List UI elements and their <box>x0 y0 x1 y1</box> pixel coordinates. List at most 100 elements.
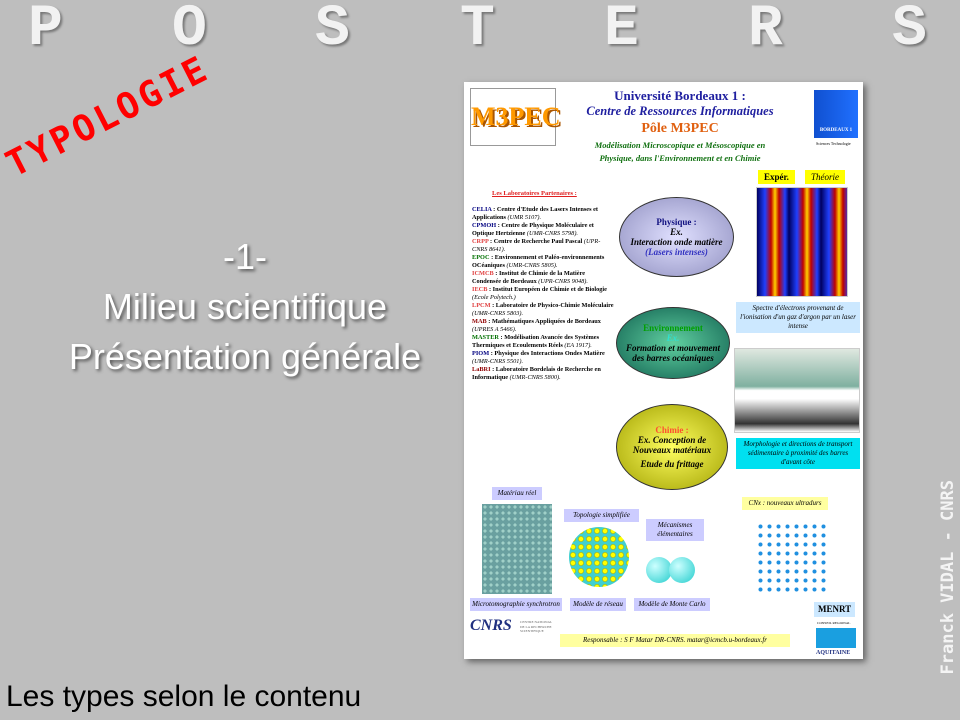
lab-ref: (UMR-CNRS 5805). <box>506 261 558 269</box>
title-letter: S <box>892 0 927 62</box>
lab-entry: PIOM : Physique des Interactions Ondes M… <box>472 350 614 365</box>
bordeaux1-logo-sub: Sciences Technologie <box>816 141 851 146</box>
chimie-line1: Ex. Conception de <box>637 435 707 445</box>
poster-subtitle-1: Modélisation Microscopique et Mésoscopiq… <box>594 140 766 150</box>
chimie-line3: Etude du frittage <box>640 459 704 469</box>
lab-code: IECB <box>472 286 488 293</box>
lab-desc: : Physique des Interactions Ondes Matièr… <box>489 350 605 357</box>
cnx-structure-image <box>756 522 826 592</box>
chimie-title: Chimie : <box>655 425 689 435</box>
lab-code: LPCM <box>472 302 491 309</box>
physique-line2: (Lasers intenses) <box>645 247 708 257</box>
labs-list: CELIA : Centre d'Etude des Lasers Intens… <box>472 206 614 382</box>
lab-ref: (UPR-CNRS 8641). <box>472 238 601 253</box>
caption-reseau: Modèle de réseau <box>570 598 626 611</box>
poster-centre: Centre de Ressources Informatiques <box>586 104 774 118</box>
caption-mecanismes: Mécanismes élémentaires <box>646 519 704 541</box>
poster-subtitle-2: Physique, dans l'Environnement et en Chi… <box>599 153 761 163</box>
caption-morpho: Morphologie et directions de transport s… <box>736 438 860 469</box>
section-title-line1: Milieu scientifique <box>102 286 388 327</box>
lab-desc: : Laboratoire de Physico-Chimie Molécula… <box>490 302 614 309</box>
lab-desc: : Institut Européen de Chimie et de Biol… <box>487 286 607 293</box>
lab-desc: : Laboratoire Bordelais de Recherche en … <box>472 366 601 381</box>
title-letter: P <box>28 0 63 62</box>
bordeaux1-logo-text: BORDEAUX 1 <box>819 128 853 133</box>
lab-code: MASTER <box>472 334 499 341</box>
lab-entry: CELIA : Centre d'Etude des Lasers Intens… <box>472 206 614 221</box>
caption-spectre: Spectre d'électrons provenant de l'ionis… <box>736 302 860 333</box>
material-image <box>482 504 552 594</box>
lab-code: PIOM <box>472 350 490 357</box>
lab-entry: CRPP : Centre de Recherche Paul Pascal (… <box>472 238 614 253</box>
title-letter: R <box>748 0 783 62</box>
spectrum-image <box>756 187 848 297</box>
labs-title: Les Laboratoires Partenaires : <box>492 190 577 197</box>
tag-experimental: Expér. <box>758 170 795 184</box>
region-label: CONSEIL REGIONAL <box>817 621 851 625</box>
poster-image: M3PEC Université Bordeaux 1 : Centre de … <box>464 82 863 659</box>
lab-desc: : Centre de Recherche Paul Pascal <box>488 238 584 245</box>
author-credit: Franck VIDAL - CNRS <box>938 480 958 675</box>
lab-desc: : Mathématiques Appliquées de Bordeaux <box>486 318 601 325</box>
lab-entry: LPCM : Laboratoire de Physico-Chimie Mol… <box>472 302 614 317</box>
lab-ref: (Ecole Polytech.) <box>472 293 516 301</box>
lab-desc: : Centre d'Etude des Lasers Intenses et … <box>472 206 599 221</box>
env-title: Environnement <box>643 323 703 333</box>
physique-line1: Interaction onde matière <box>630 237 723 247</box>
chimie-bubble: Chimie : Ex. Conception de Nouveaux maté… <box>616 404 728 490</box>
morphology-image <box>734 348 860 433</box>
lab-code: CPMOH <box>472 222 497 229</box>
env-line2: des barres océaniques <box>632 353 714 363</box>
lab-ref: (UMR-CNRS 5800). <box>509 373 561 381</box>
lab-entry: LaBRI : Laboratoire Bordelais de Recherc… <box>472 366 614 381</box>
cnrs-logo: CNRS <box>470 617 512 634</box>
lab-entry: MASTER : Modélisation Avancée des Systèm… <box>472 334 614 349</box>
caption-monte-carlo: Modèle de Monte Carlo <box>634 598 710 611</box>
lab-entry: MAB : Mathématiques Appliquées de Bordea… <box>472 318 614 333</box>
title-letter: S <box>315 0 350 62</box>
physique-ex: Ex. <box>670 227 683 237</box>
lab-code: CRPP <box>472 238 489 245</box>
lab-ref: (EA 1917). <box>564 341 592 349</box>
poster-university: Université Bordeaux 1 : <box>614 88 746 103</box>
cnrs-logo-sub: CENTRE NATIONAL DE LA RECHERCHE SCIENTIF… <box>520 620 553 633</box>
caption-cnx: CNx : nouveaux ultradurs <box>742 497 828 510</box>
typologie-stamp: TYPOLOGIE <box>0 48 217 186</box>
section-title-line2: Présentation générale <box>68 336 422 377</box>
lab-code: EPOC <box>472 254 490 261</box>
lab-ref: (UMR-CNRS 5803). <box>472 309 524 317</box>
lab-desc: : Centre de Physique Moléculaire et Opti… <box>472 222 594 237</box>
lattice-image <box>569 527 629 587</box>
poster-pole: Pôle M3PEC <box>641 121 719 136</box>
env-line1: Formation et mouvement <box>625 343 720 353</box>
lab-code: MAB <box>472 318 487 325</box>
lab-entry: CPMOH : Centre de Physique Moléculaire e… <box>472 222 614 237</box>
lab-ref: (UPRES A 5466). <box>472 325 517 333</box>
title-letter: E <box>604 0 639 62</box>
responsable-caption: Responsable : S F Matar DR-CNRS. matar@i… <box>560 634 790 647</box>
lab-ref: (UPR-CNRS 9048). <box>538 277 588 285</box>
caption-materiau: Matériau réel <box>492 487 542 500</box>
title-letter: T <box>460 0 495 62</box>
lab-ref: (UMR-CNRS 5798). <box>526 229 578 237</box>
lab-code: CELIA <box>472 206 492 213</box>
chimie-line2: Nouveaux matériaux <box>632 445 712 455</box>
caption-topologie: Topologie simplifiée <box>564 509 639 522</box>
footer-caption: Les types selon le contenu <box>6 680 362 713</box>
lab-entry: ICMCB : Institut de Chimie de la Matière… <box>472 270 614 285</box>
title-letter: O <box>172 0 207 62</box>
lab-ref: (UMR-CNRS 5501). <box>472 357 524 365</box>
physique-title: Physique : <box>656 217 697 227</box>
env-ex: Ex. <box>666 333 680 343</box>
lab-desc: : Modélisation Avancée des Systèmes Ther… <box>472 334 600 349</box>
sphere-icon <box>646 557 672 583</box>
lab-code: ICMCB <box>472 270 494 277</box>
tag-theorie: Théorie <box>805 170 845 184</box>
caption-microtomographie: Microtomographie synchrotron <box>470 598 562 611</box>
lab-ref: (UMR 5107). <box>507 213 542 221</box>
menrt-logo: MENRT <box>814 602 856 617</box>
lab-code: LaBRI <box>472 366 491 373</box>
bordeaux1-logo: BORDEAUX 1 <box>814 90 858 138</box>
lab-desc: : Environnement et Paléo-environnements … <box>472 254 605 269</box>
environnement-bubble: Environnement Ex. Formation et mouvement… <box>616 307 730 379</box>
